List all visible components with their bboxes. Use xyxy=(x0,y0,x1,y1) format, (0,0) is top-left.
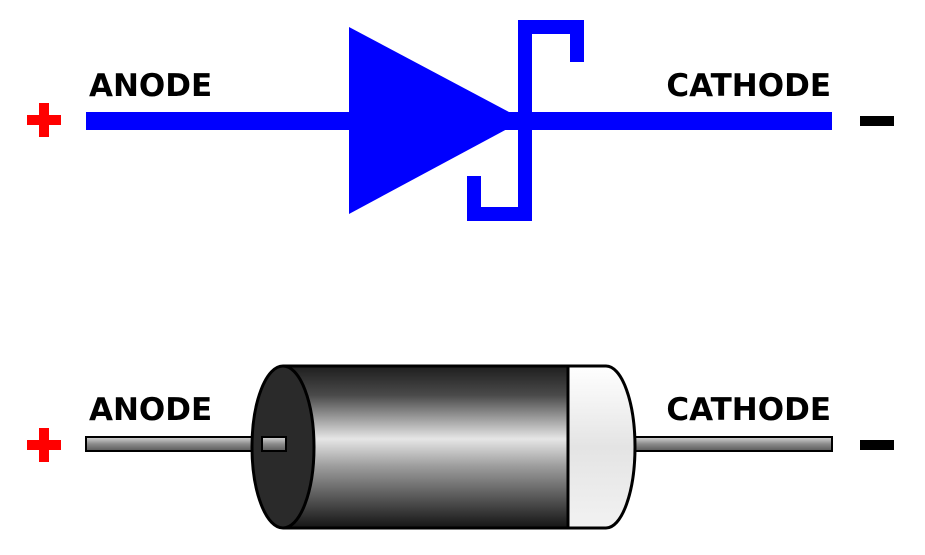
component-cathode-label: CATHODE xyxy=(666,392,831,428)
cathode-band xyxy=(566,364,637,530)
minus-sign-icon xyxy=(860,116,894,126)
symbol-cathode-label: CATHODE xyxy=(666,68,831,104)
plus-sign-icon xyxy=(27,428,61,462)
anode-lead-stub xyxy=(261,436,287,452)
zener-component: ANODE CATHODE xyxy=(27,364,894,530)
zener-symbol: ANODE CATHODE xyxy=(27,20,894,221)
diode-body xyxy=(283,366,593,528)
symbol-anode-label: ANODE xyxy=(89,68,212,104)
component-anode-label: ANODE xyxy=(89,392,212,428)
cathode-lead xyxy=(627,436,833,452)
minus-sign-icon xyxy=(860,440,894,450)
diode-triangle xyxy=(349,27,524,214)
plus-sign-icon xyxy=(27,103,61,137)
zener-bar xyxy=(467,20,584,221)
